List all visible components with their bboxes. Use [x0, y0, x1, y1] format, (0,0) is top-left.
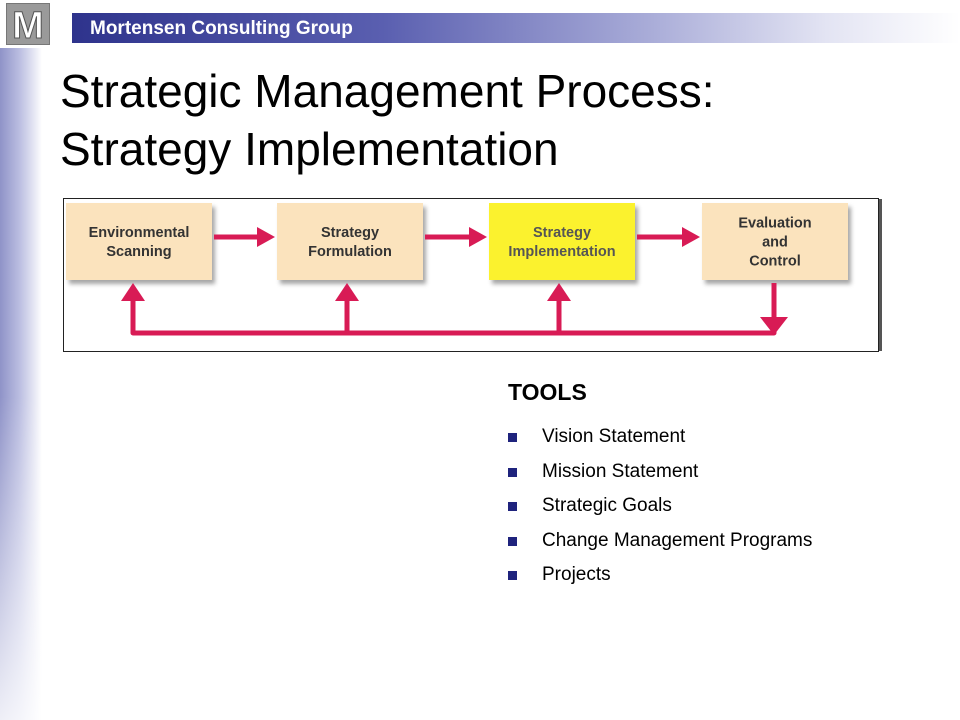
stage-label: Control: [749, 254, 801, 270]
feedback-loop: [130, 283, 777, 336]
stage-label: Implementation: [508, 244, 615, 260]
stage-label: Strategy: [533, 225, 591, 241]
stage-label: Environmental: [89, 225, 190, 241]
tools-list-item: Strategic Goals: [508, 489, 928, 524]
tools-item-label: Mission Statement: [542, 460, 699, 482]
square-bullet-icon: [508, 502, 517, 511]
stage-label: Scanning: [106, 244, 171, 260]
tools-item-label: Strategic Goals: [542, 495, 672, 516]
company-name: Mortensen Consulting Group: [90, 18, 353, 39]
stage-box-background: [277, 203, 423, 280]
stage-box-background: [702, 203, 848, 280]
up-arrow-icon: [121, 283, 145, 301]
title-line-1: Strategic Management Process:: [60, 65, 715, 117]
square-bullet-icon: [508, 571, 517, 580]
tools-list-item: Vision Statement: [508, 420, 928, 455]
stage-label: and: [762, 235, 788, 251]
tools-heading: TOOLS: [508, 379, 587, 405]
tools-list-item: Change Management Programs: [508, 524, 928, 559]
square-bullet-icon: [508, 467, 517, 477]
header-band: [72, 13, 960, 43]
up-arrow-icon: [547, 283, 571, 333]
forward-arrow-icon: [214, 227, 275, 247]
tools-item-label: Change Management Programs: [542, 529, 813, 551]
tools-list-item: Mission Statement: [508, 455, 928, 490]
up-arrow-icon: [335, 283, 359, 333]
forward-arrow-icon: [637, 227, 700, 247]
logo-m-icon: M: [12, 5, 45, 48]
stage-label: Evaluation: [738, 216, 811, 232]
forward-arrow-icon: [425, 227, 487, 247]
tools-item-label: Projects: [542, 564, 611, 585]
square-bullet-icon: [508, 433, 517, 442]
logo: M: [6, 3, 50, 48]
left-gradient-band: [0, 0, 42, 720]
svg-text:M: M: [12, 5, 44, 44]
down-arrow-icon: [760, 317, 788, 335]
tools-item-label: Vision Statement: [542, 426, 686, 447]
stage-box-background: [66, 203, 212, 280]
stage-label: Formulation: [308, 244, 392, 260]
page-title: Strategic Management Process: Strategy I…: [60, 62, 940, 178]
title-line-2: Strategy Implementation: [60, 123, 559, 175]
square-bullet-icon: [508, 536, 517, 546]
tools-list-item: Projects: [508, 558, 928, 593]
stage-label: Strategy: [321, 225, 379, 241]
stage-box-highlighted: [489, 203, 635, 280]
